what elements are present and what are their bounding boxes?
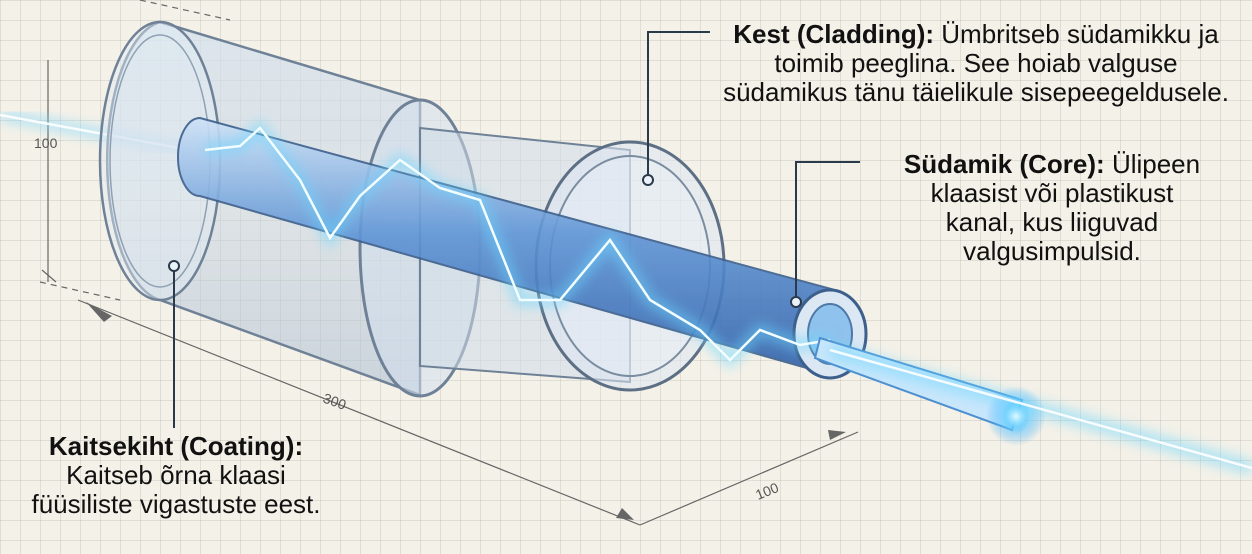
- dimension-lines: [39, 0, 859, 526]
- cladding-desc-3: südamikus tänu täielikule sisepeegelduse…: [723, 77, 1229, 107]
- svg-text:100: 100: [753, 479, 781, 503]
- core-desc-4: valgusimpulsid.: [963, 236, 1141, 266]
- core-desc-2: klaasist või plastikust: [930, 178, 1174, 208]
- coating-desc-2: füüsiliste vigastuste eest.: [31, 489, 321, 519]
- coating-desc-1: Kaitseb õrna klaasi: [66, 460, 286, 490]
- svg-text:300: 300: [321, 390, 349, 413]
- dimension-arrowhead: [828, 430, 846, 440]
- callout-leaders: [173, 31, 860, 428]
- cladding-callout: Kest (Cladding): Ümbritseb südamikku ja …: [700, 20, 1252, 107]
- core-term: Südamik (Core):: [903, 149, 1105, 179]
- cladding-desc-2: toimib peeglina. See hoiab valguse: [774, 48, 1178, 78]
- core-callout: Südamik (Core): Ülipeen klaasist või pla…: [862, 150, 1242, 266]
- dimension-label-height: 100: [34, 135, 58, 151]
- cladding-marker: [642, 174, 654, 186]
- core-callout-line-1: Südamik (Core): Ülipeen: [862, 150, 1242, 179]
- dimension-label-length: 300: [321, 390, 349, 413]
- dimension-label-core-length: 100: [753, 479, 781, 503]
- cladding-desc-1: Ümbritseb südamikku ja: [941, 19, 1219, 49]
- dimension-arrowhead: [86, 302, 112, 322]
- core-marker: [790, 296, 802, 308]
- coating-callout: Kaitsekiht (Coating): Kaitseb õrna klaas…: [0, 432, 352, 519]
- dimension-arrowhead: [616, 508, 634, 520]
- coating-marker: [168, 260, 180, 272]
- core-desc-3: kanal, kus liiguvad: [945, 207, 1159, 237]
- core-desc-1: Ülipeen: [1111, 149, 1201, 179]
- svg-text:100: 100: [34, 135, 58, 151]
- light-pulse-zigzag: [204, 126, 831, 362]
- coating-term: Kaitsekiht (Coating):: [48, 431, 304, 461]
- cladding-term: Kest (Cladding):: [733, 19, 935, 49]
- coating-term-line: Kaitsekiht (Coating):: [0, 432, 352, 461]
- cladding-callout-line-1: Kest (Cladding): Ümbritseb südamikku ja: [700, 20, 1252, 49]
